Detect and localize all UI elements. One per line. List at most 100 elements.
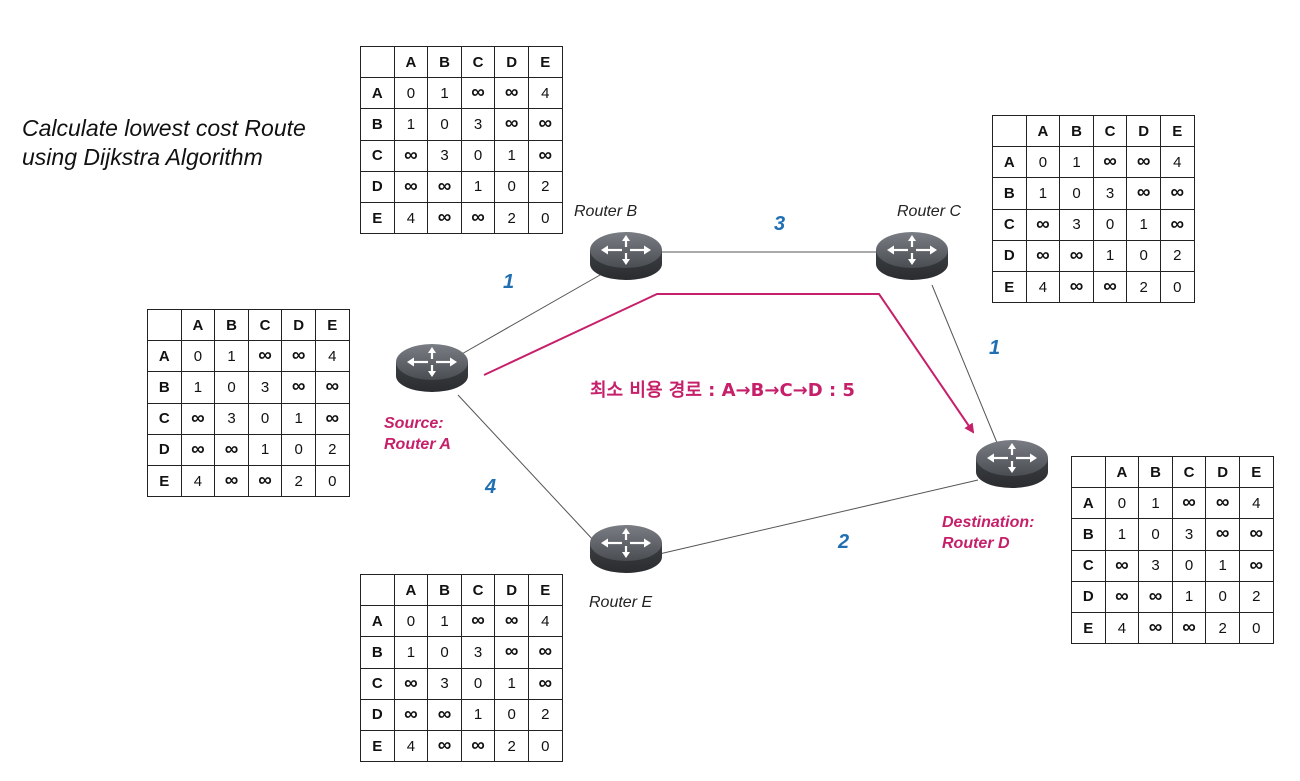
table-row-header: D <box>360 698 395 731</box>
table-column-header: D <box>494 45 529 79</box>
router-icon-c[interactable] <box>874 230 950 282</box>
link-a-b <box>459 274 601 356</box>
table-cell: 2 <box>494 201 529 235</box>
cost-a-e: 4 <box>485 476 497 498</box>
table-column-header: E <box>527 573 563 607</box>
table-cell: ∞ <box>494 636 529 669</box>
table-column-header: C <box>247 308 283 342</box>
table-cell: 3 <box>427 139 462 172</box>
table-cell: ∞ <box>1126 146 1161 179</box>
table-cell: 4 <box>1104 611 1140 645</box>
table-cell: 1 <box>494 667 529 700</box>
table-cell: ∞ <box>527 636 563 669</box>
table-cell: 1 <box>393 108 429 141</box>
table-cell: ∞ <box>314 371 350 404</box>
table-row-header: A <box>1071 487 1106 520</box>
table-cell: ∞ <box>460 605 496 638</box>
table-cell: 3 <box>460 108 496 141</box>
table-cell: 1 <box>214 340 249 373</box>
table-cell: ∞ <box>1126 177 1161 210</box>
table-cell: 0 <box>527 729 563 763</box>
title-line-2: using Dijkstra Algorithm <box>22 144 263 170</box>
cost-b-c: 3 <box>774 213 786 235</box>
table-cell: 4 <box>393 729 429 763</box>
table-row-header: E <box>147 464 182 498</box>
table-cell: 3 <box>460 636 496 669</box>
table-row-header: C <box>360 139 395 172</box>
cost-c-d: 1 <box>989 337 1001 359</box>
table-column-header: B <box>1138 455 1173 489</box>
table-column-header <box>360 573 395 607</box>
table-cell: ∞ <box>494 605 529 638</box>
table-cell: 1 <box>460 698 496 731</box>
router-icon-d[interactable] <box>974 438 1050 490</box>
router-icon-e[interactable] <box>588 523 664 575</box>
router-e-label: Router E <box>589 594 653 611</box>
table-cell: ∞ <box>1159 208 1195 241</box>
table-cell: ∞ <box>180 402 216 435</box>
table-column-header <box>1071 455 1106 489</box>
table-cell: ∞ <box>1205 518 1240 551</box>
table-cell: 0 <box>1238 611 1274 645</box>
table-cell: 0 <box>427 108 462 141</box>
table-row-header: D <box>360 170 395 203</box>
table-cell: ∞ <box>1159 177 1195 210</box>
table-cell: 1 <box>180 371 216 404</box>
table-cell: 4 <box>314 340 350 373</box>
table-row-header: D <box>1071 580 1106 613</box>
table-row-header: E <box>360 201 395 235</box>
table-row-header: E <box>992 270 1027 304</box>
table-cell: ∞ <box>1171 487 1207 520</box>
table-cell: 3 <box>427 667 462 700</box>
router-icon-b[interactable] <box>588 230 664 282</box>
table-cell: 0 <box>460 667 496 700</box>
table-cell: ∞ <box>314 402 350 435</box>
table-cell: 1 <box>427 77 462 110</box>
table-cell: 1 <box>1171 580 1207 613</box>
table-cell: 0 <box>494 698 529 731</box>
table-cell: 0 <box>494 170 529 203</box>
table-column-header: A <box>393 573 429 607</box>
table-cell: ∞ <box>1104 549 1140 582</box>
table-column-header: D <box>281 308 316 342</box>
table-column-header: B <box>427 45 462 79</box>
table-cell: 4 <box>1159 146 1195 179</box>
table-cell: ∞ <box>1138 580 1173 613</box>
table-cell: 2 <box>1238 580 1274 613</box>
table-column-header: A <box>1104 455 1140 489</box>
table-column-header: C <box>1171 455 1207 489</box>
table-cell: 2 <box>527 170 563 203</box>
table-cell: 3 <box>214 402 249 435</box>
table-cell: 2 <box>494 729 529 763</box>
table-cell: 0 <box>1025 146 1061 179</box>
table-cell: ∞ <box>281 371 316 404</box>
table-column-header <box>992 114 1027 148</box>
table-cell: ∞ <box>214 433 249 466</box>
table-column-header: B <box>1059 114 1094 148</box>
table-row-header: A <box>147 340 182 373</box>
table-cell: ∞ <box>1059 239 1094 272</box>
table-row-header: B <box>360 108 395 141</box>
table-row-header: E <box>1071 611 1106 645</box>
table-cell: ∞ <box>427 201 462 235</box>
table-cell: 4 <box>180 464 216 498</box>
table-cell: ∞ <box>527 667 563 700</box>
table-row-header: B <box>1071 518 1106 551</box>
table-cell: ∞ <box>460 201 496 235</box>
table-cell: 2 <box>281 464 316 498</box>
table-cell: ∞ <box>393 139 429 172</box>
table-column-header: C <box>1092 114 1128 148</box>
table-cell: ∞ <box>427 698 462 731</box>
shortest-path-line <box>483 293 975 434</box>
table-cell: ∞ <box>1025 239 1061 272</box>
router-icon-a[interactable] <box>394 342 470 394</box>
